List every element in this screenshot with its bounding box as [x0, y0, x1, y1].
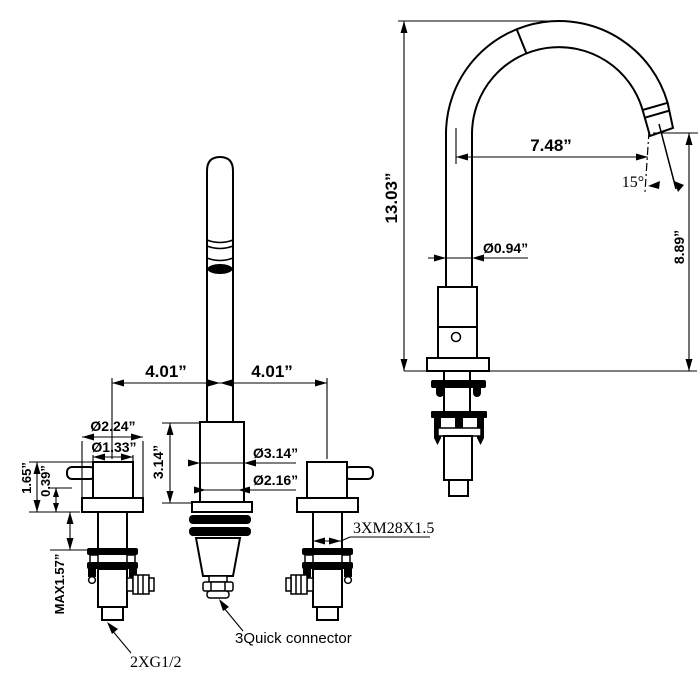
dim-spout-base-height: 3.14” [150, 445, 166, 479]
center-stud [455, 418, 463, 429]
right-handle-front [285, 461, 374, 621]
wing-screw [344, 569, 352, 577]
wing-screw [88, 569, 96, 577]
gasket-tab [473, 388, 481, 397]
handle-lever [344, 466, 374, 480]
left-handle-front [66, 461, 155, 621]
hose-barb-cap [148, 577, 155, 592]
spout-shank [443, 370, 471, 413]
wing-screw-bulb [87, 575, 97, 585]
dim-escutcheon-diameter: Ø2.24” [90, 418, 135, 434]
dim-spout-reach: 7.48” [455, 128, 648, 164]
spout-lower-body [437, 326, 478, 359]
note-quick-connector: 3Quick connector [219, 599, 352, 647]
dim-total-height-label: 13.03” [382, 172, 401, 223]
aerator-joint-line [644, 109, 671, 119]
wing-screw-bulb [343, 575, 353, 585]
hose-barb [132, 574, 150, 595]
deck-gasket [431, 380, 486, 388]
dim-spout-diameter: Ø0.94” [428, 240, 528, 262]
valve-body [312, 568, 343, 608]
spout-band-line [206, 245, 234, 250]
handle-lever [66, 466, 96, 480]
connector-label: 3Quick connector [235, 630, 352, 647]
gooseneck-spout [445, 20, 675, 289]
dim-handle-heights: 1.65” 0.39” [19, 461, 92, 513]
dim-spout-diameter-label: Ø0.94” [483, 240, 528, 256]
handle-shank [97, 511, 128, 551]
dim-spout-base-diameter: Ø3.14” [253, 445, 298, 461]
dim-outlet-height: 8.89” [653, 132, 698, 371]
handle-knob [306, 461, 348, 499]
connector-tip [206, 590, 230, 599]
side-view: 13.03” 7.48” 15° Ø0.94” [382, 20, 698, 497]
mounting-nut [87, 562, 138, 569]
gasket-tab [436, 388, 444, 397]
dim-max-deck-thickness: MAX1.57” [52, 554, 67, 615]
wing-screw [303, 569, 311, 577]
dim-spout-reach-label: 7.48” [530, 136, 572, 155]
screw-tip [477, 438, 484, 445]
spout-gasket [189, 515, 251, 524]
dim-handle-diameter: Ø1.33” [91, 439, 136, 455]
spout-band-line [206, 257, 234, 262]
hose-barb-cap [285, 577, 292, 592]
spout-gasket [189, 527, 251, 536]
mounting-nut [302, 562, 353, 569]
spout-upper-body [437, 286, 478, 328]
set-screw-hole [450, 331, 462, 343]
tailpiece [316, 606, 339, 621]
note-inlet-thread: 2XG1/2 [107, 622, 182, 671]
hose-barb-neck [126, 577, 134, 592]
vertical-reference-line [644, 130, 650, 193]
spout-body-side [404, 286, 697, 497]
dim-outlet-height-label: 8.89” [671, 230, 687, 264]
aerator-joint-line [642, 101, 668, 111]
front-view: 4.01” 4.01” Ø2.24” Ø1.33” [19, 155, 434, 671]
spout-tube-front [206, 155, 234, 424]
spout-seal-ring [207, 264, 233, 274]
inlet-thread-label: 2XG1/2 [130, 654, 182, 671]
tailpiece [448, 479, 469, 497]
dim-handle-diameters: Ø2.24” Ø1.33” [81, 418, 144, 497]
dim-base-height: 0.39” [38, 465, 53, 497]
dim-spout-base: 3.14” Ø3.14” Ø2.16” [150, 422, 298, 504]
shank-thread-label: 3XM28X1.5 [353, 520, 434, 537]
dim-angle-label: 15° [622, 174, 644, 191]
hose-barb [290, 574, 308, 595]
handle-knob [92, 461, 134, 499]
handle-flange [296, 497, 359, 513]
spout-lower-body [194, 537, 242, 577]
dim-handle-height: 1.65” [19, 462, 34, 494]
screw-tip [434, 438, 441, 445]
valve-body [97, 568, 128, 608]
note-shank-thread: 3XM28X1.5 [313, 520, 434, 545]
connector-neck [208, 575, 228, 583]
wing-screw [129, 569, 137, 577]
tailpiece [101, 606, 124, 621]
dim-spout-thread-diameter: Ø2.16” [253, 472, 298, 488]
spout-flange [426, 357, 490, 372]
mounting-washer [431, 411, 487, 418]
mounting-washer [87, 548, 138, 555]
stream-angle-line [658, 123, 677, 190]
dim-spacing-right: 4.01” [251, 362, 293, 381]
mounting-nut [437, 427, 482, 437]
hose-barb-neck [306, 577, 314, 592]
spout-band-line [206, 239, 234, 244]
dim-spacing-left: 4.01” [145, 362, 187, 381]
dim-total-height: 13.03” [382, 20, 560, 371]
dim-handle-spacing: 4.01” 4.01” [111, 362, 328, 459]
handle-flange [81, 497, 144, 513]
dim-deck-thickness: MAX1.57” [50, 512, 88, 614]
handle-shank [312, 511, 343, 551]
mounting-washer [302, 548, 353, 555]
spout-joint-line [515, 28, 528, 54]
valve-housing [443, 435, 473, 481]
spout-base-flange [191, 501, 253, 513]
dim-outlet-angle: 15° [622, 123, 684, 193]
spout-column-front [189, 155, 253, 599]
connector-cap [202, 581, 234, 592]
